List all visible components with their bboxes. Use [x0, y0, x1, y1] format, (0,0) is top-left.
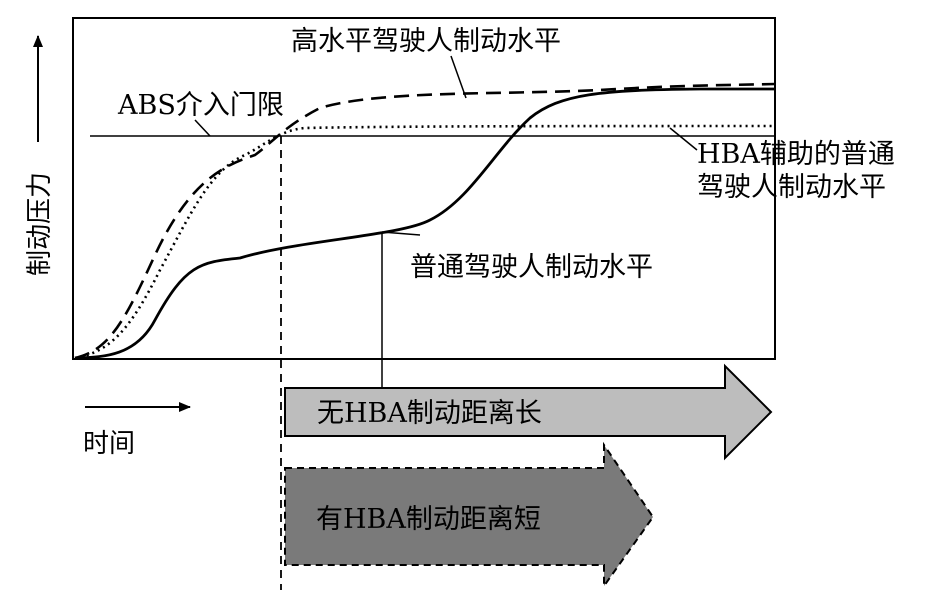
y-axis-label: 制动压力 [25, 172, 55, 276]
arrow-with-hba [284, 441, 655, 590]
high-level-leader [450, 55, 467, 99]
hba-assisted-leader [669, 127, 698, 151]
abs-threshold-label: ABS介入门限 [117, 90, 284, 121]
normal-driver-label-leader [381, 231, 421, 236]
curve-normal-driver [74, 87, 775, 360]
abs-threshold-leader [194, 119, 211, 137]
arrow-with-hba-label: 有HBA制动距离短 [316, 504, 541, 535]
arrow-without-hba-label: 无HBA制动距离长 [317, 398, 542, 429]
curve-normal-label: 普通驾驶人制动水平 [410, 252, 653, 283]
curve-high-level-driver [74, 82, 776, 360]
x-axis-label: 时间 [83, 429, 135, 459]
arrow-without-hba [284, 363, 773, 461]
curve-hba-assisted-label-line1: HBA辅助的普通 [697, 139, 895, 170]
plot-frame [72, 17, 776, 360]
curve-hba-assisted [74, 124, 776, 360]
curve-hba-assisted-label-line2: 驾驶人制动水平 [697, 172, 886, 203]
curve-high-level-label: 高水平驾驶人制动水平 [291, 26, 561, 57]
